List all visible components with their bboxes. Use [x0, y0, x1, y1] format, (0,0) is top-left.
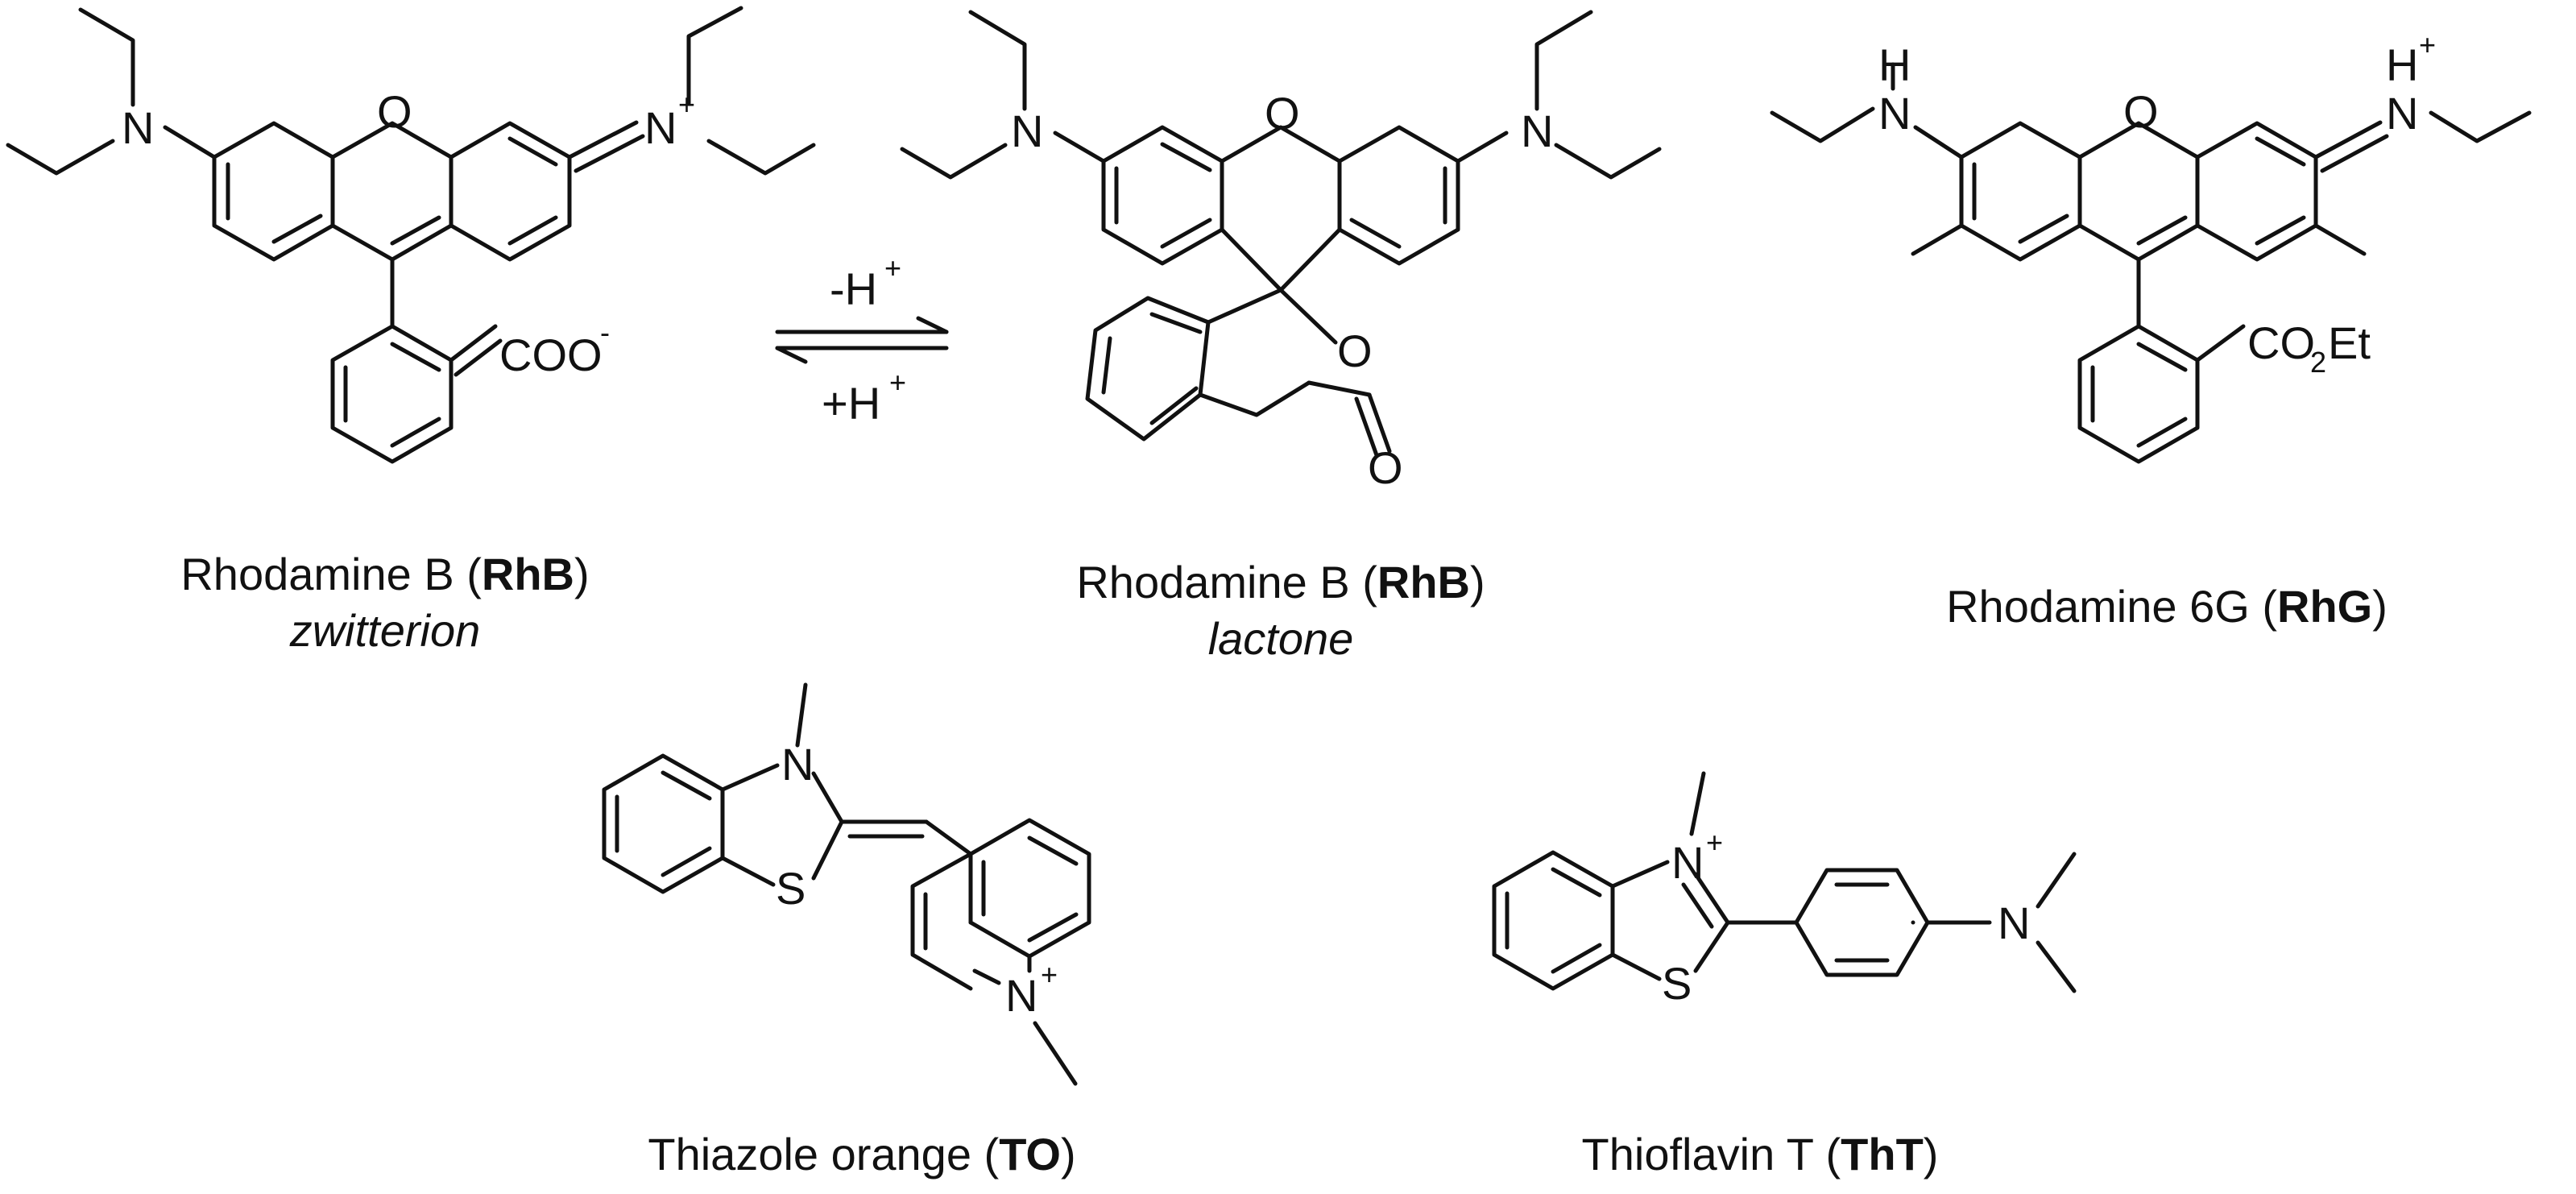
- rhg-o-ring: O: [2123, 86, 2159, 137]
- caption-rhb-z-form: zwitterion: [289, 605, 481, 656]
- rhb-z-carboxylate-charge: -: [600, 316, 610, 349]
- caption-rhb-l-form: lactone: [1207, 613, 1354, 664]
- to-n-quinoline: N: [1005, 970, 1037, 1021]
- caption-rhb-z-name: Rhodamine B: [180, 549, 454, 599]
- equilibrium-top-label: -H: [830, 263, 877, 314]
- rhg-nh-right-h: H: [2386, 39, 2418, 90]
- equilibrium-arrows: [775, 316, 949, 364]
- rhb-l-o-ring: O: [1265, 88, 1300, 139]
- rhb-z-n-right-charge: +: [678, 88, 695, 121]
- caption-to-name: Thiazole orange: [648, 1129, 971, 1179]
- tht-s-thiazolium: S: [1662, 958, 1692, 1009]
- caption-tht-name: Thioflavin T: [1581, 1129, 1813, 1179]
- equilibrium-bottom-charge: +: [889, 366, 906, 399]
- to-structure: [602, 682, 1091, 1086]
- equilibrium-bottom-label: +H: [822, 378, 880, 429]
- rhg-nh-right: N: [2386, 88, 2418, 139]
- tht-structure: [1492, 771, 2077, 993]
- to-n-quinoline-charge: +: [1041, 958, 1058, 991]
- rhb-z-n-right: N: [644, 102, 677, 153]
- rhb-l-o-lactone: O: [1337, 325, 1373, 376]
- caption-rhb-zwitterion-form: zwitterion: [290, 604, 481, 657]
- rhg-ester-sub: 2: [2310, 346, 2326, 379]
- caption-rhg: Rhodamine 6G (RhG): [1946, 581, 2388, 632]
- tht-n-thiazolium: N: [1671, 837, 1704, 888]
- rhg-nh-left-h: H: [1878, 39, 1911, 90]
- rhb-lactone-structure: [900, 10, 1662, 458]
- caption-to-abbr: TO: [999, 1129, 1061, 1179]
- caption-rhb-lactone: Rhodamine B (RhB): [1076, 557, 1485, 607]
- caption-tht-abbr: ThT: [1841, 1129, 1924, 1179]
- rhb-z-carboxylate: COO: [499, 330, 603, 380]
- rhg-ester-et: Et: [2328, 317, 2371, 368]
- caption-tht: Thioflavin T (ThT): [1581, 1129, 1939, 1179]
- rhb-l-o-carbonyl: O: [1368, 442, 1403, 493]
- rhg-ester-co: CO: [2247, 317, 2315, 368]
- caption-to: Thiazole orange (TO): [648, 1129, 1076, 1179]
- to-n-thiazole: N: [781, 739, 814, 790]
- rhg-nh-left-n: N: [1878, 88, 1911, 139]
- caption-rhb-l-abbr: RhB: [1377, 557, 1470, 607]
- caption-rhb-zwitterion: Rhodamine B (RhB): [180, 549, 590, 599]
- rhb-z-n-left: N: [122, 102, 154, 153]
- caption-rhg-abbr: RhG: [2277, 581, 2373, 632]
- rhg-structure: [1770, 62, 2532, 464]
- tht-n-thiazolium-charge: +: [1706, 826, 1723, 859]
- rhg-nh-right-charge: +: [2419, 28, 2436, 61]
- equilibrium-top-charge: +: [884, 251, 901, 284]
- tht-n-amine: N: [1998, 898, 2030, 948]
- rhb-l-n-left: N: [1011, 106, 1043, 156]
- caption-rhb-lactone-form: lactone: [1208, 612, 1354, 665]
- rhb-l-n-right: N: [1521, 106, 1553, 156]
- to-s-thiazole: S: [776, 863, 806, 914]
- rhb-zwitterion-structure: [6, 6, 816, 464]
- caption-rhg-name: Rhodamine 6G: [1946, 581, 2250, 632]
- rhb-z-o-ring: O: [377, 86, 412, 137]
- caption-rhb-l-name: Rhodamine B: [1076, 557, 1350, 607]
- caption-rhb-z-abbr: RhB: [481, 549, 574, 599]
